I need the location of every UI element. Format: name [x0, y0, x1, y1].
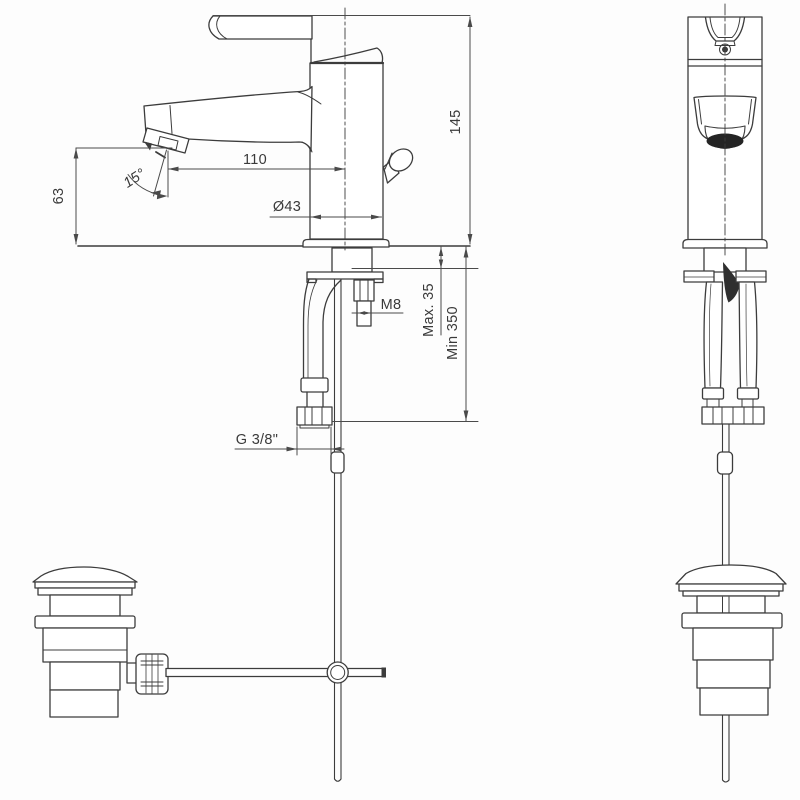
popup-knob-side — [382, 148, 414, 184]
dim-label-spout-reach: 110 — [243, 152, 267, 168]
dim-max-deck-thickness: Max. 35 — [351, 246, 479, 337]
faucet-body-side — [142, 15, 414, 248]
supply-hose-side — [296, 278, 342, 429]
rod-connector — [330, 451, 345, 474]
popup-waste-side-view — [32, 566, 169, 718]
mounting-hardware-side — [296, 247, 384, 429]
dim-overall-height: 145 — [212, 15, 473, 245]
vertical-pull-rod — [333, 249, 342, 780]
dim-spout-height: 63 — [51, 147, 173, 245]
dim-label-body-diameter: Ø43 — [273, 199, 301, 215]
base-plate-side — [302, 238, 390, 248]
dim-label-fixing-stud: M8 — [381, 297, 402, 313]
faucet-front-view — [675, 3, 787, 783]
dim-label-spout-height: 63 — [51, 188, 67, 205]
dim-hose-thread: G 3/8" — [234, 426, 345, 456]
dim-min-hose-length: Min 350 — [331, 246, 479, 422]
dim-label-hose-thread: G 3/8" — [236, 432, 278, 448]
dimension-annotations: 145 63 110 15° — [51, 15, 479, 456]
dim-label-max-deck-thickness: Max. 35 — [421, 283, 437, 337]
horizontal-linkage-rod — [165, 667, 386, 678]
dim-body-diameter: Ø43 — [269, 199, 382, 220]
dim-label-overall-height: 145 — [448, 109, 464, 134]
supply-hoses-front — [701, 281, 765, 425]
handle-lever-side — [208, 15, 313, 40]
faucet-side-view — [32, 7, 471, 782]
dim-label-min-hose-length: Min 350 — [445, 306, 461, 360]
dim-label-aerator-angle: 15° — [121, 166, 149, 192]
popup-lever-front — [723, 262, 740, 303]
rod-connector-front — [716, 451, 734, 475]
mounting-hardware-front — [683, 247, 767, 425]
dim-spout-reach: 110 — [167, 152, 346, 172]
popup-waste-front-view — [675, 564, 787, 716]
dim-fixing-stud: M8 — [351, 297, 404, 315]
hose-nut-side — [296, 406, 333, 426]
dim-aerator-angle: 15° — [121, 149, 169, 200]
popup-linkage-side — [165, 249, 386, 782]
clamping-washer — [306, 271, 384, 280]
linkage-knurled-nut — [135, 653, 169, 695]
m8-stud-hex — [353, 279, 375, 302]
